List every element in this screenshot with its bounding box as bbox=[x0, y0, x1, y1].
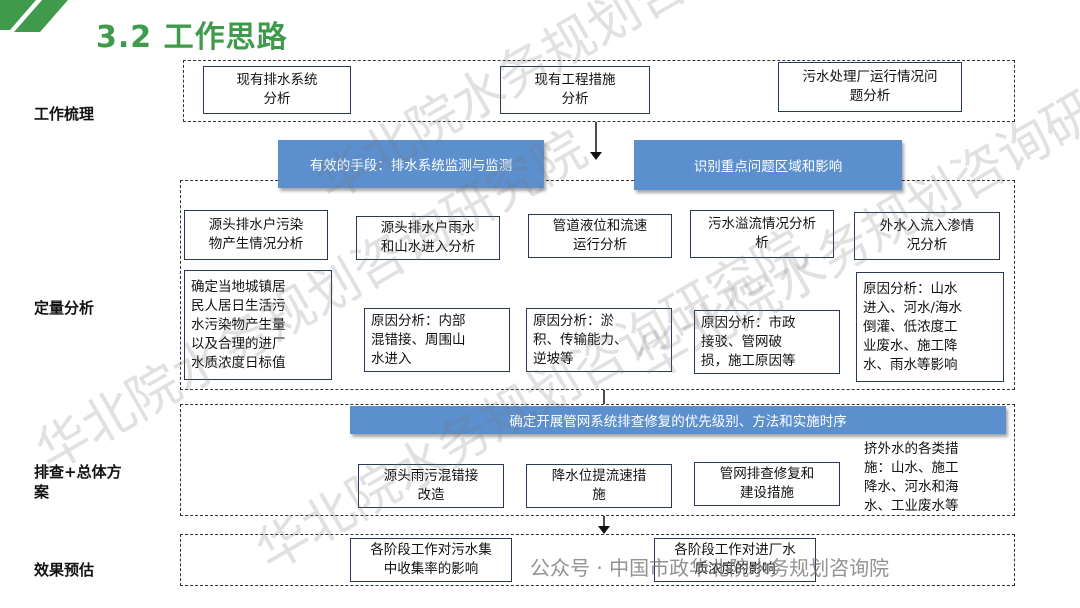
quant-top-box: 管道液位和流速 运行分析 bbox=[528, 214, 672, 258]
section-label-plan: 排查+总体方 案 bbox=[34, 463, 122, 501]
plan-box: 源头雨污混错接 改造 bbox=[358, 464, 504, 508]
section-label-combing: 工作梳理 bbox=[34, 105, 95, 123]
footer-watermark: 公众号 · 中国市政华北院水务规划咨询院 bbox=[530, 556, 890, 580]
combing-group bbox=[183, 60, 1015, 122]
effect-group bbox=[180, 534, 1015, 586]
plan-text: 挤外水的各类措 施：山水、施工 降水、河水和海 水、工业废水等 bbox=[864, 441, 959, 514]
section-label-effect: 效果预估 bbox=[34, 561, 95, 579]
identify-bar: 识别重点问题区域和影响 bbox=[634, 140, 902, 190]
combing-box: 现有排水系统 分析 bbox=[203, 66, 351, 114]
priority-bar: 确定开展管网系统排查修复的优先级别、方法和实施时序 bbox=[350, 406, 1006, 434]
logo-stripe-icon bbox=[14, 0, 68, 32]
page-title: 3.2 工作思路 bbox=[96, 20, 288, 55]
quant-detail-box: 原因分析：市政 接驳、管网破 损，施工原因等 bbox=[694, 310, 840, 374]
effect-box: 各阶段工作对污水集 中收集率的影响 bbox=[350, 538, 512, 582]
quant-top-box: 外水入流入渗情 况分析 bbox=[854, 212, 1000, 260]
quant-top-box: 源头排水户污染 物产生情况分析 bbox=[184, 210, 328, 260]
quant-top-box: 源头排水户雨水 和山水进入分析 bbox=[356, 216, 500, 260]
quant-detail-box: 原因分析：山水 进入、河水/海水 倒灌、低浓度工 业废水、施工降 水、雨水等影响 bbox=[856, 272, 1004, 382]
section-label-quant: 定量分析 bbox=[34, 299, 95, 317]
plan-box: 降水位提流速措 施 bbox=[526, 464, 672, 508]
quant-detail-box: 确定当地城镇居 民人居日生活污 水污染物产生量 以及合理的进厂 水质浓度日标值 bbox=[184, 270, 332, 380]
quant-detail-box: 原因分析：内部 混错接、周围山 水进入 bbox=[364, 308, 510, 372]
combing-box: 污水处理厂运行情况问 题分析 bbox=[778, 62, 962, 112]
plan-group bbox=[180, 404, 1015, 516]
effect-box: 各阶段工作对进厂水 质浓度的影响 bbox=[654, 538, 816, 582]
plan-box: 管网排查修复和 建设措施 bbox=[694, 462, 840, 506]
quant-group bbox=[180, 180, 1015, 390]
logo-stripe-icon bbox=[0, 0, 36, 30]
quant-top-box: 污水溢流情况分析 析 bbox=[690, 210, 834, 258]
means-bar: 有效的手段：排水系统监测与监测 bbox=[278, 140, 544, 188]
quant-detail-box: 原因分析：淤 积、传输能力、 逆坡等 bbox=[526, 308, 672, 372]
combing-box: 现有工程措施 分析 bbox=[500, 66, 650, 114]
